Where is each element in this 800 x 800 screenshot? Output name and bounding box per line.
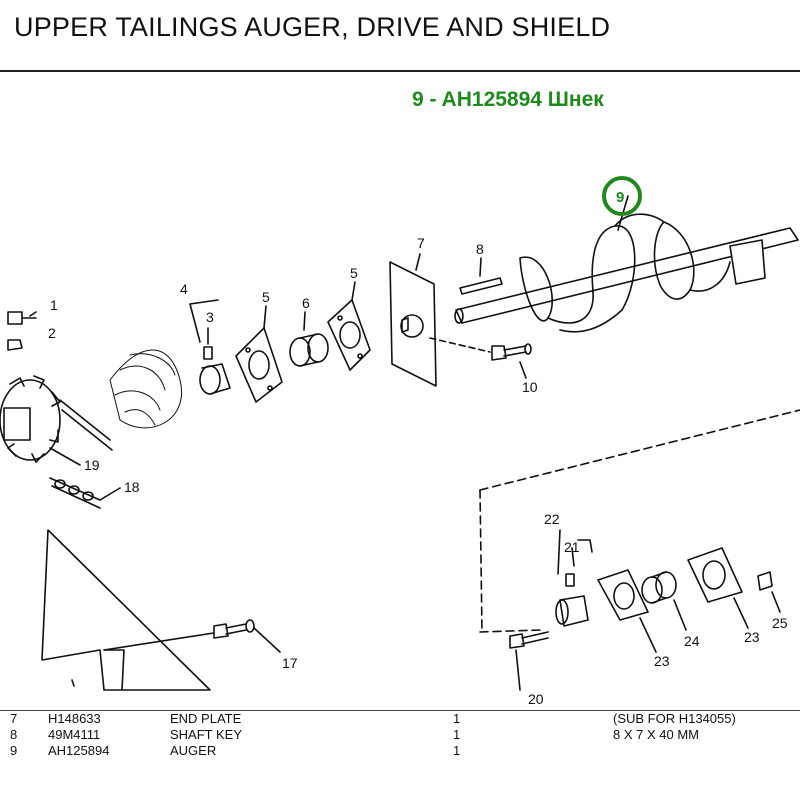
callout-10: 10 xyxy=(522,379,538,395)
callout-7: 7 xyxy=(417,235,425,251)
collar-24-drawing xyxy=(641,571,687,631)
inset-box xyxy=(479,409,800,633)
table-divider xyxy=(0,710,800,711)
callout-2: 2 xyxy=(48,325,56,341)
item-number: 9 xyxy=(10,743,18,758)
callout-17: 17 xyxy=(282,655,298,671)
part-remark xyxy=(613,743,796,759)
bearing-22-drawing xyxy=(555,529,593,627)
bearing-drawing xyxy=(189,299,231,395)
shield-drawing xyxy=(41,529,221,691)
callout-1: 1 xyxy=(50,297,58,313)
callout-4: 4 xyxy=(180,281,188,297)
end-plate-drawing xyxy=(389,253,437,387)
auger-drawing xyxy=(454,195,799,333)
callout-22: 22 xyxy=(544,511,560,527)
chain-drawing xyxy=(49,477,121,509)
collar-drawing xyxy=(289,311,329,367)
bolt-20-drawing xyxy=(509,631,549,691)
flange-bearing-left-drawing xyxy=(235,305,283,403)
part-number: H148633 xyxy=(48,711,101,726)
exploded-parts-diagram: 1 2 3 4 5 6 5 7 8 9 10 19 18 17 22 21 23… xyxy=(0,176,800,707)
part-description: END PLATE xyxy=(170,711,242,726)
flange-23-right-drawing xyxy=(687,547,749,629)
flange-23-left-drawing xyxy=(597,569,657,653)
sprocket-drawing xyxy=(0,375,113,466)
part-number: 49M4111 xyxy=(48,727,101,742)
flange-bearing-right-drawing xyxy=(327,281,371,371)
item-number: 8 xyxy=(10,727,18,742)
part-quantity: 1 xyxy=(453,743,461,758)
bolt-17-drawing xyxy=(213,619,281,653)
bushing-25-drawing xyxy=(757,571,781,613)
page-title: UPPER TAILINGS AUGER, DRIVE AND SHIELD xyxy=(14,12,611,42)
table-row: 8 49M4111 SHAFT KEY 1 8 X 7 X 40 MM xyxy=(6,727,796,743)
part-description: SHAFT KEY xyxy=(170,727,243,742)
parts-table: 7 H148633 END PLATE 1 (SUB FOR H134055) … xyxy=(6,711,796,759)
highlighted-part-label: 9 - AH125894 Шнек xyxy=(412,88,604,111)
callout-6: 6 xyxy=(302,295,310,311)
item-number: 7 xyxy=(10,711,18,726)
callout-5a: 5 xyxy=(262,289,270,305)
callout-5b: 5 xyxy=(350,265,358,281)
shaft-key-drawing xyxy=(459,257,503,295)
part-remark: 8 X 7 X 40 MM xyxy=(613,727,699,742)
callout-3: 3 xyxy=(206,309,214,325)
part-number: AH125894 xyxy=(48,743,110,758)
callout-18: 18 xyxy=(124,479,140,495)
title-divider xyxy=(0,70,800,72)
callout-20: 20 xyxy=(528,691,544,707)
callout-9: 9 xyxy=(616,189,624,206)
bolt-drawing xyxy=(7,311,37,351)
callout-23b: 23 xyxy=(744,629,760,645)
part-remark: (SUB FOR H134055) xyxy=(613,711,736,726)
callout-25: 25 xyxy=(772,615,788,631)
callout-21: 21 xyxy=(564,539,580,555)
callout-8: 8 xyxy=(476,241,484,257)
table-row: 7 H148633 END PLATE 1 (SUB FOR H134055) xyxy=(6,711,796,727)
highlight-circle xyxy=(602,176,642,216)
callout-23a: 23 xyxy=(654,653,670,669)
part-description: AUGER xyxy=(170,743,217,758)
bolt-10-drawing xyxy=(429,337,532,379)
hub-drawing xyxy=(109,349,182,429)
callout-19: 19 xyxy=(84,457,100,473)
part-quantity: 1 xyxy=(453,711,461,726)
part-quantity: 1 xyxy=(453,727,461,742)
callout-24: 24 xyxy=(684,633,700,649)
table-row: 9 AH125894 AUGER 1 xyxy=(6,743,796,759)
